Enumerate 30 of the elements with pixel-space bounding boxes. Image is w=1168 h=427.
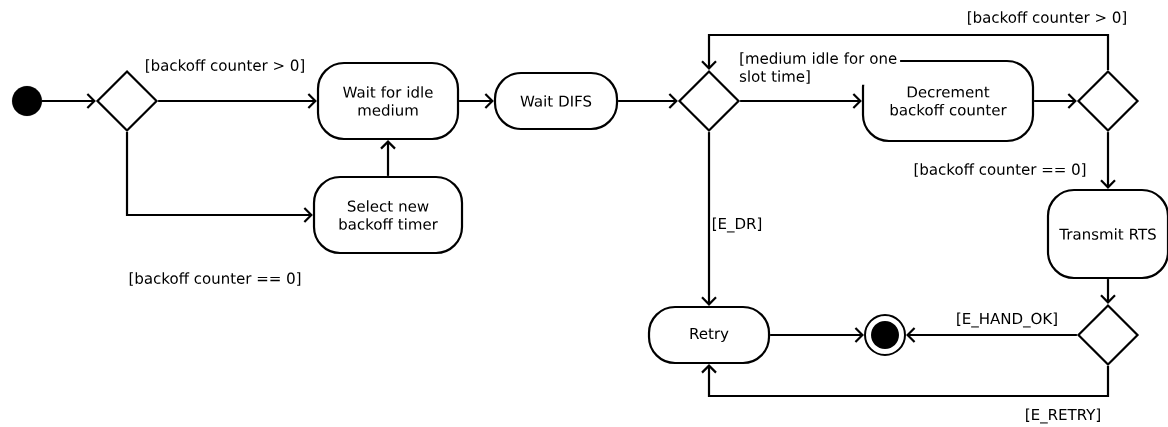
- action-box: Select new backoff timer: [312, 175, 464, 255]
- edge-label: [backoff counter > 0]: [965, 10, 1129, 26]
- arrow: [1034, 93, 1077, 109]
- arrow: [42, 93, 96, 109]
- arrow: [701, 33, 1110, 70]
- action-box: Wait DIFS: [493, 71, 619, 131]
- arrow: [618, 93, 678, 109]
- arrow: [770, 327, 864, 343]
- edge-label: [E_RETRY]: [1023, 407, 1103, 425]
- arrow: [380, 140, 396, 176]
- end-dot: [864, 314, 906, 356]
- arrow: [158, 93, 317, 109]
- action-box: Transmit RTS: [1046, 188, 1168, 280]
- start-dot: [11, 85, 43, 117]
- edge-label: [E_HAND_OK]: [954, 311, 1060, 329]
- edge-label: [backoff counter > 0]: [143, 58, 307, 74]
- arrow: [701, 364, 1110, 398]
- arrow: [1100, 132, 1116, 189]
- arrow: [701, 132, 717, 306]
- action-box: Retry: [647, 305, 771, 365]
- edge-label: [E_DR]: [710, 216, 764, 234]
- arrow: [125, 132, 313, 223]
- arrow: [1100, 279, 1116, 304]
- arrow: [459, 93, 494, 109]
- arrow: [740, 93, 862, 109]
- arrow: [906, 327, 1077, 343]
- edge-label: [medium idle for one slot time]: [738, 51, 901, 85]
- edge-label: [backoff counter == 0]: [127, 271, 303, 287]
- edge-label: [backoff counter == 0]: [912, 162, 1088, 178]
- action-box: Wait for idle medium: [316, 61, 460, 141]
